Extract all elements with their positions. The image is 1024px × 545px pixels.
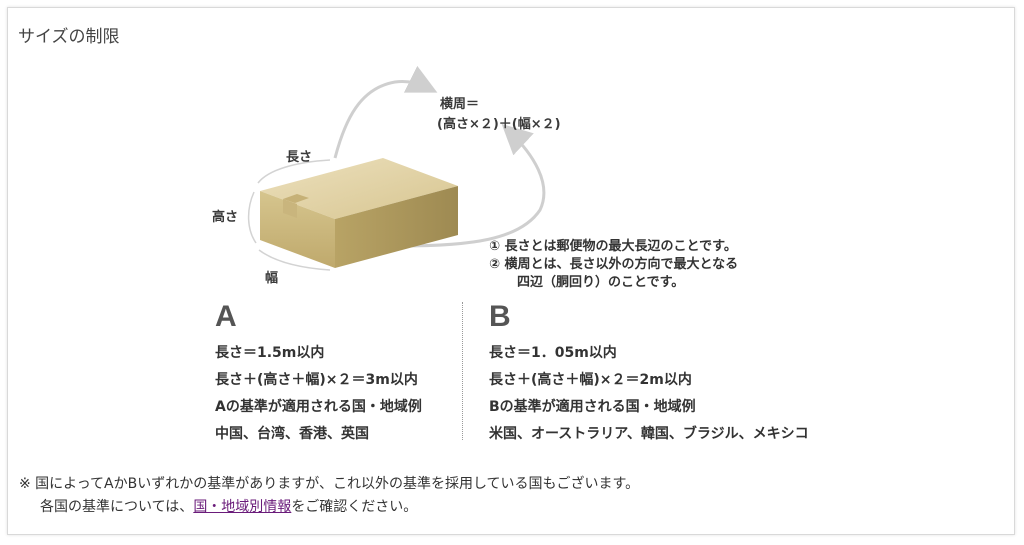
size-limit-panel (7, 7, 1015, 535)
footnote-prefix: 各国の基準については、 (40, 499, 194, 515)
width-arc (258, 249, 331, 271)
standard-b-line: 長さ＋(高さ＋幅)×２＝2m以内 (489, 372, 692, 388)
girth-arrow-lower (399, 123, 546, 248)
footnote-line-2: 各国の基準については、国・地域別情報をご確認ください。 (19, 496, 639, 519)
girth-formula-title: 横周＝ (440, 97, 480, 112)
standard-b-line: Bの基準が適用される国・地域例 (489, 399, 696, 415)
standard-b: B 長さ＝1．05m以内 長さ＋(高さ＋幅)×２＝2m以内 Bの基準が適用される… (489, 300, 809, 448)
section-title: サイズの制限 (18, 27, 120, 47)
column-divider (462, 302, 463, 440)
standard-a-line: 長さ＋(高さ＋幅)×２＝3m以内 (215, 372, 418, 388)
standard-a-letter: A (215, 300, 237, 333)
note-length: ① 長さとは郵便物の最大長辺のことです。 (489, 239, 737, 254)
standard-b-line: 長さ＝1．05m以内 (489, 345, 617, 361)
country-info-link[interactable]: 国・地域別情報 (193, 499, 292, 515)
definition-notes: ① 長さとは郵便物の最大長辺のことです。 ② 横周とは、長さ以外の方向で最大とな… (489, 238, 738, 292)
girth-arrow-upper (333, 65, 438, 159)
standard-b-line: 米国、オーストラリア、韓国、ブラジル、メキシコ (489, 426, 809, 442)
footnote-suffix: をご確認ください。 (291, 499, 418, 515)
height-arc (247, 191, 257, 244)
standard-a-line: 中国、台湾、香港、英国 (215, 426, 369, 442)
standard-a: A 長さ＝1.5m以内 長さ＋(高さ＋幅)×２＝3m以内 Aの基準が適用される国… (215, 300, 422, 448)
girth-formula: (高さ×２)＋(幅×２) (437, 117, 561, 132)
note-girth-cont: 四辺（胴回り）のことです。 (517, 275, 685, 290)
parcel-box-icon (260, 158, 458, 268)
label-width: 幅 (265, 271, 279, 286)
label-height: 高さ (212, 210, 239, 225)
footnote-line-1: ※ 国によってAかBいずれかの基準がありますが、これ以外の基準を採用している国も… (19, 476, 640, 492)
label-length: 長さ (286, 150, 313, 165)
note-girth: ② 横周とは、長さ以外の方向で最大となる (489, 257, 739, 272)
standard-b-letter: B (489, 300, 511, 333)
standard-a-line: 長さ＝1.5m以内 (215, 345, 325, 361)
footnote: ※ 国によってAかBいずれかの基準がありますが、これ以外の基準を採用している国も… (19, 473, 639, 519)
standard-a-line: Aの基準が適用される国・地域例 (215, 399, 422, 415)
length-arc (257, 159, 331, 184)
